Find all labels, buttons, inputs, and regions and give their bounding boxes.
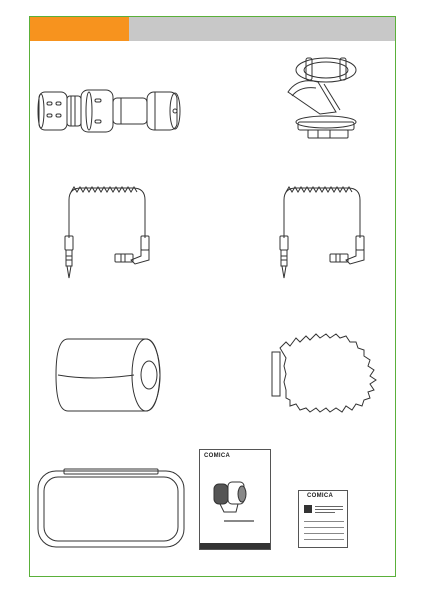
manual-brand: COMICA bbox=[204, 453, 230, 459]
card-line bbox=[315, 506, 343, 507]
microphone-icon bbox=[210, 474, 250, 514]
card-qr-code bbox=[304, 505, 312, 513]
foam-windscreen-icon bbox=[52, 335, 166, 415]
manual-footer-bar bbox=[200, 543, 270, 549]
coiled-cable-icon bbox=[55, 180, 155, 290]
microphone-icon bbox=[35, 84, 185, 140]
card-form-line bbox=[304, 527, 344, 528]
card-line bbox=[315, 512, 335, 513]
furry-windscreen-icon bbox=[266, 330, 382, 414]
carrying-case-icon bbox=[34, 465, 188, 551]
coiled-cable-icon bbox=[270, 180, 370, 290]
manual-title-line bbox=[224, 520, 254, 522]
card-form-line bbox=[304, 539, 344, 540]
card-brand: COMICA bbox=[307, 493, 333, 499]
user-manual: COMICA bbox=[199, 449, 271, 550]
header-accent bbox=[30, 17, 129, 41]
card-form-line bbox=[304, 533, 344, 534]
warranty-card: COMICA bbox=[298, 490, 348, 548]
card-line bbox=[315, 509, 343, 510]
card-form-line bbox=[304, 521, 344, 522]
shock-mount-icon bbox=[278, 52, 368, 144]
